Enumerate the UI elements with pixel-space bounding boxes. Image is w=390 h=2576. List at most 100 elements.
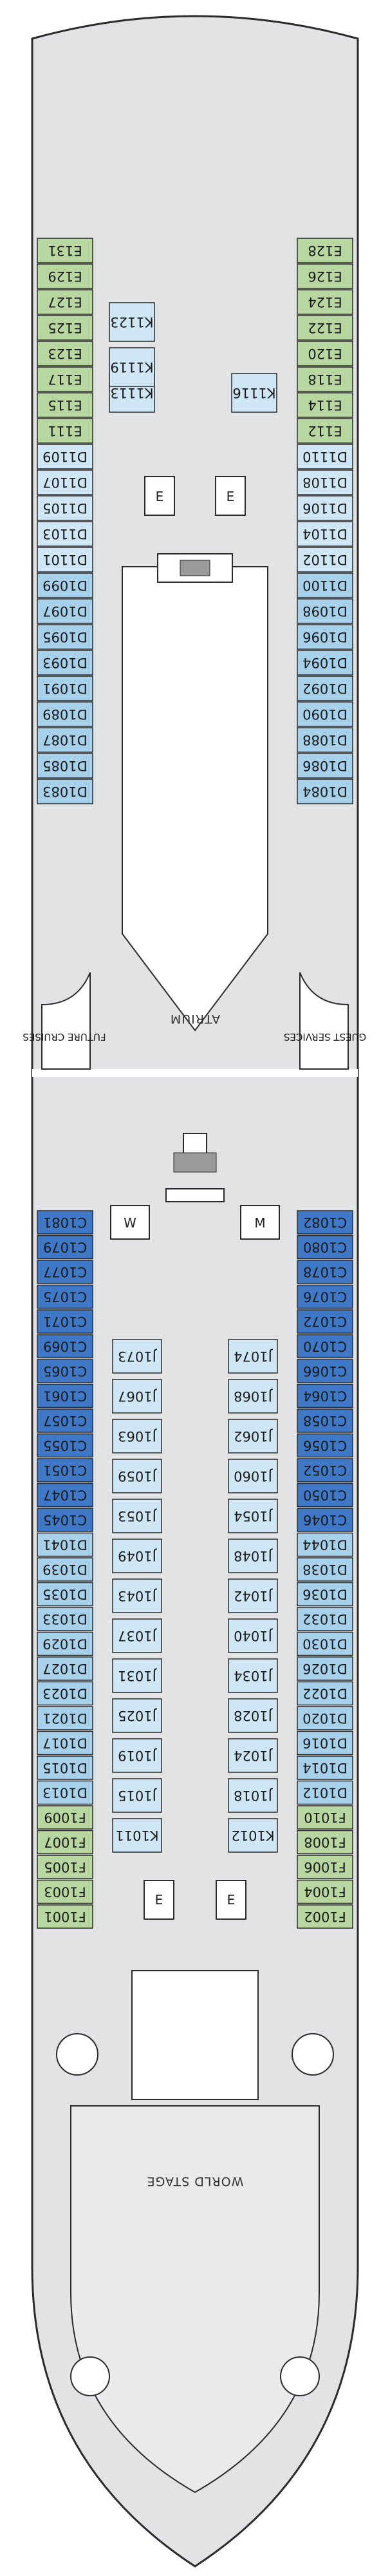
cabin-box[interactable]: [37, 444, 93, 469]
cabin-box[interactable]: [112, 1379, 162, 1414]
cabin-E118[interactable]: E118: [297, 366, 353, 392]
cabin-box[interactable]: [228, 1419, 278, 1454]
cabin-J1034[interactable]: J1034: [228, 1658, 278, 1693]
cabin-box[interactable]: [297, 1532, 353, 1557]
cabin-D1020[interactable]: D1020: [297, 1706, 353, 1730]
cabin-box[interactable]: [297, 547, 353, 573]
cabin-box[interactable]: [109, 302, 155, 342]
cabin-C1070[interactable]: C1070: [297, 1334, 353, 1359]
cabin-box[interactable]: [297, 444, 353, 469]
cabin-box[interactable]: [297, 1508, 353, 1532]
cabin-F1010[interactable]: F1010: [297, 1805, 353, 1830]
cabin-J1053[interactable]: J1053: [112, 1499, 162, 1533]
cabin-box[interactable]: [37, 1458, 93, 1482]
cabin-box[interactable]: [112, 1738, 162, 1773]
cabin-box[interactable]: [112, 1499, 162, 1533]
cabin-box[interactable]: [37, 418, 93, 444]
cabin-box[interactable]: [228, 1658, 278, 1693]
cabin-box[interactable]: [297, 573, 353, 598]
cabin-F1004[interactable]: F1004: [297, 1879, 353, 1904]
cabin-D1014[interactable]: D1014: [297, 1756, 353, 1780]
cabin-D1084[interactable]: D1084: [297, 779, 353, 804]
cabin-D1087[interactable]: D1087: [37, 727, 93, 753]
cabin-F1008[interactable]: F1008: [297, 1830, 353, 1855]
cabin-D1036[interactable]: D1036: [297, 1582, 353, 1607]
cabin-box[interactable]: [37, 573, 93, 598]
cabin-C1079[interactable]: C1079: [37, 1235, 93, 1260]
cabin-J1043[interactable]: J1043: [112, 1578, 162, 1613]
cabin-J1063[interactable]: J1063: [112, 1419, 162, 1454]
cabin-K1123[interactable]: K1123: [109, 302, 155, 342]
cabin-D1110[interactable]: D1110: [297, 444, 353, 469]
cabin-C1057[interactable]: C1057: [37, 1408, 93, 1433]
cabin-box[interactable]: [297, 753, 353, 779]
cabin-D1094[interactable]: D1094: [297, 650, 353, 676]
cabin-box[interactable]: [297, 1780, 353, 1805]
cabin-box[interactable]: [297, 1631, 353, 1656]
cabin-J1018[interactable]: J1018: [228, 1778, 278, 1813]
cabin-box[interactable]: [37, 238, 93, 263]
cabin-C1081[interactable]: C1081: [37, 1210, 93, 1235]
cabin-J1042[interactable]: J1042: [228, 1578, 278, 1613]
cabin-box[interactable]: [297, 1557, 353, 1582]
cabin-box[interactable]: [228, 1379, 278, 1414]
cabin-box[interactable]: [297, 366, 353, 392]
cabin-box[interactable]: [297, 1408, 353, 1433]
cabin-E123[interactable]: E123: [37, 341, 93, 366]
cabin-box[interactable]: [228, 1738, 278, 1773]
cabin-D1095[interactable]: D1095: [37, 624, 93, 650]
cabin-box[interactable]: [37, 547, 93, 573]
cabin-D1089[interactable]: D1089: [37, 701, 93, 727]
cabin-E114[interactable]: E114: [297, 392, 353, 418]
cabin-box[interactable]: [297, 495, 353, 521]
cabin-box[interactable]: [297, 392, 353, 418]
cabin-box[interactable]: [37, 1433, 93, 1458]
cabin-E129[interactable]: E129: [37, 263, 93, 289]
cabin-C1066[interactable]: C1066: [297, 1359, 353, 1383]
cabin-box[interactable]: [37, 1532, 93, 1557]
cabin-E127[interactable]: E127: [37, 289, 93, 315]
cabin-D1103[interactable]: D1103: [37, 521, 93, 547]
cabin-J1068[interactable]: J1068: [228, 1379, 278, 1414]
cabin-box[interactable]: [37, 1260, 93, 1284]
cabin-E126[interactable]: E126: [297, 263, 353, 289]
cabin-box[interactable]: [37, 1334, 93, 1359]
cabin-C1058[interactable]: C1058: [297, 1408, 353, 1433]
cabin-box[interactable]: [37, 1359, 93, 1383]
cabin-C1061[interactable]: C1061: [37, 1383, 93, 1408]
cabin-F1007[interactable]: F1007: [37, 1830, 93, 1855]
cabin-J1059[interactable]: J1059: [112, 1459, 162, 1493]
cabin-box[interactable]: [37, 779, 93, 804]
cabin-K1119[interactable]: K1119: [109, 347, 155, 387]
cabin-D1039[interactable]: D1039: [37, 1557, 93, 1582]
cabin-D1041[interactable]: D1041: [37, 1532, 93, 1557]
cabin-J1062[interactable]: J1062: [228, 1419, 278, 1454]
cabin-E117[interactable]: E117: [37, 366, 93, 392]
cabin-box[interactable]: [297, 779, 353, 804]
cabin-box[interactable]: [37, 1235, 93, 1260]
cabin-box[interactable]: [37, 289, 93, 315]
cabin-box[interactable]: [228, 1499, 278, 1533]
cabin-box[interactable]: [112, 1698, 162, 1733]
cabin-E115[interactable]: E115: [37, 392, 93, 418]
cabin-box[interactable]: [37, 624, 93, 650]
cabin-box[interactable]: [37, 1805, 93, 1830]
cabin-box[interactable]: [297, 624, 353, 650]
cabin-box[interactable]: [297, 676, 353, 701]
cabin-C1071[interactable]: C1071: [37, 1309, 93, 1334]
cabin-box[interactable]: [37, 1383, 93, 1408]
cabin-D1035[interactable]: D1035: [37, 1582, 93, 1607]
cabin-D1107[interactable]: D1107: [37, 469, 93, 495]
cabin-C1055[interactable]: C1055: [37, 1433, 93, 1458]
cabin-box[interactable]: [37, 366, 93, 392]
cabin-box[interactable]: [297, 341, 353, 366]
cabin-box[interactable]: [37, 701, 93, 727]
cabin-C1046[interactable]: C1046: [297, 1508, 353, 1532]
cabin-E131[interactable]: E131: [37, 238, 93, 263]
cabin-box[interactable]: [297, 727, 353, 753]
cabin-D1109[interactable]: D1109: [37, 444, 93, 469]
cabin-box[interactable]: [297, 1756, 353, 1780]
cabin-box[interactable]: [297, 1805, 353, 1830]
cabin-D1038[interactable]: D1038: [297, 1557, 353, 1582]
cabin-box[interactable]: [297, 701, 353, 727]
